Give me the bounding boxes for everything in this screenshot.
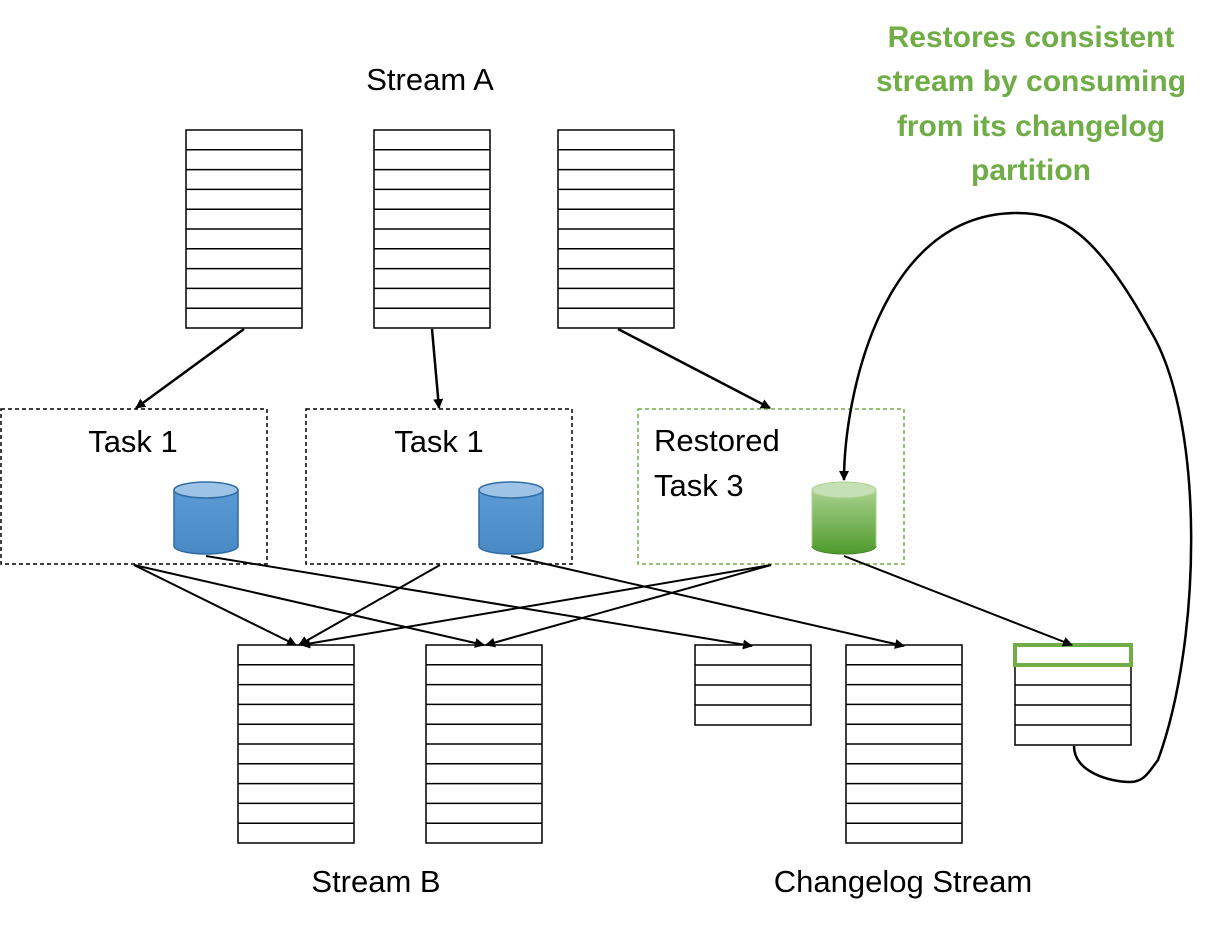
arrow-task1-b2: [133, 564, 485, 648]
arrow-a2-task2: [430, 328, 444, 409]
arrow-a3-task3: [617, 327, 771, 410]
stream-b-partition-2: [425, 644, 543, 844]
arrow-task3-b2: [485, 564, 772, 648]
restored-task-box: Restored Task 3: [637, 408, 905, 565]
arrow-task3-b1: [300, 564, 772, 649]
restored-task-label-line2: Task 3: [654, 468, 744, 503]
restored-state-store-icon: [811, 481, 877, 555]
state-store-icon: [478, 481, 544, 555]
task-box-2: Task 1: [305, 408, 573, 565]
arrow-a1-task1: [135, 327, 245, 410]
restore-loop-arrow: [839, 211, 1193, 784]
stream-a-partitions: [185, 129, 675, 329]
arrow-store3-changelog3: [843, 555, 1073, 647]
arrow-task2-b1: [298, 564, 441, 646]
task-1-label: Task 1: [88, 424, 178, 459]
partition-outline: [1014, 644, 1132, 746]
task-2-label: Task 1: [394, 424, 484, 459]
annotation-line-1: Restores consistent: [888, 21, 1175, 54]
annotation-line-4: partition: [971, 154, 1091, 187]
state-store-icon: [173, 481, 239, 555]
changelog-highlight-row: [1013, 643, 1133, 667]
changelog-partition-1: [694, 644, 812, 726]
arrow-task1-b1: [133, 564, 297, 646]
restored-task-label-line1: Restored: [654, 423, 780, 458]
arrow-store1-changelog1: [205, 555, 753, 650]
stream-a-partition-2: [373, 129, 491, 329]
arrows-input: [135, 327, 771, 410]
arrows-changelog: [205, 555, 1073, 650]
arrows-output: [133, 564, 772, 649]
annotation-line-2: stream by consuming: [876, 65, 1186, 98]
stream-a-partition-3: [557, 129, 675, 329]
task-box-1: Task 1: [0, 408, 268, 565]
restore-annotation: Restores consistent stream by consuming …: [876, 21, 1186, 187]
changelog-partition-3: [1014, 644, 1132, 746]
stream-b-partition-1: [237, 644, 355, 844]
arrow-store2-changelog2: [510, 555, 905, 649]
changelog-stream-label: Changelog Stream: [774, 864, 1033, 899]
stream-b-partitions: [237, 644, 543, 844]
changelog-partitions: [694, 643, 1133, 844]
stream-a-label: Stream A: [366, 62, 494, 97]
stream-b-label: Stream B: [311, 864, 440, 899]
stream-a-partition-1: [185, 129, 303, 329]
changelog-partition-2: [845, 644, 963, 844]
annotation-line-3: from its changelog: [897, 110, 1165, 143]
